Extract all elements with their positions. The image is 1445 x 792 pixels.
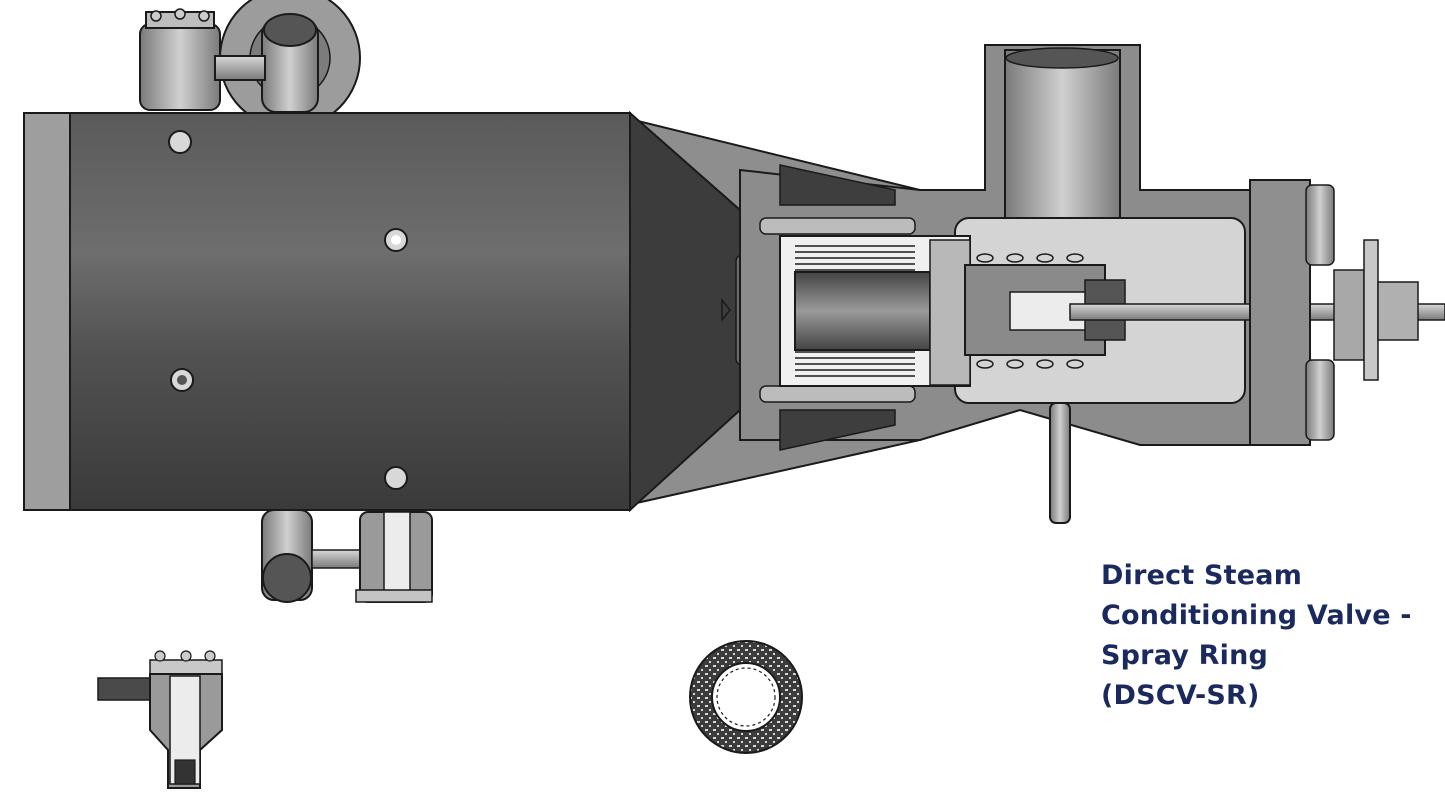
spray-ring-section [689,640,803,754]
valve-detail [97,650,223,789]
lower-drain-valve [261,509,433,603]
main-cylinder [23,110,921,513]
caption-line-2: Conditioning Valve - [1101,600,1412,631]
caption-line-3: Spray Ring [1101,640,1269,671]
caption-line-4: (DSCV-SR) [1101,680,1260,711]
caption-line-1: Direct Steam [1101,560,1303,591]
diagram-caption: Direct Steam Conditioning Valve - Spray … [1101,556,1441,716]
top-drain-valve [139,0,361,129]
valve-body-section [739,44,1445,524]
